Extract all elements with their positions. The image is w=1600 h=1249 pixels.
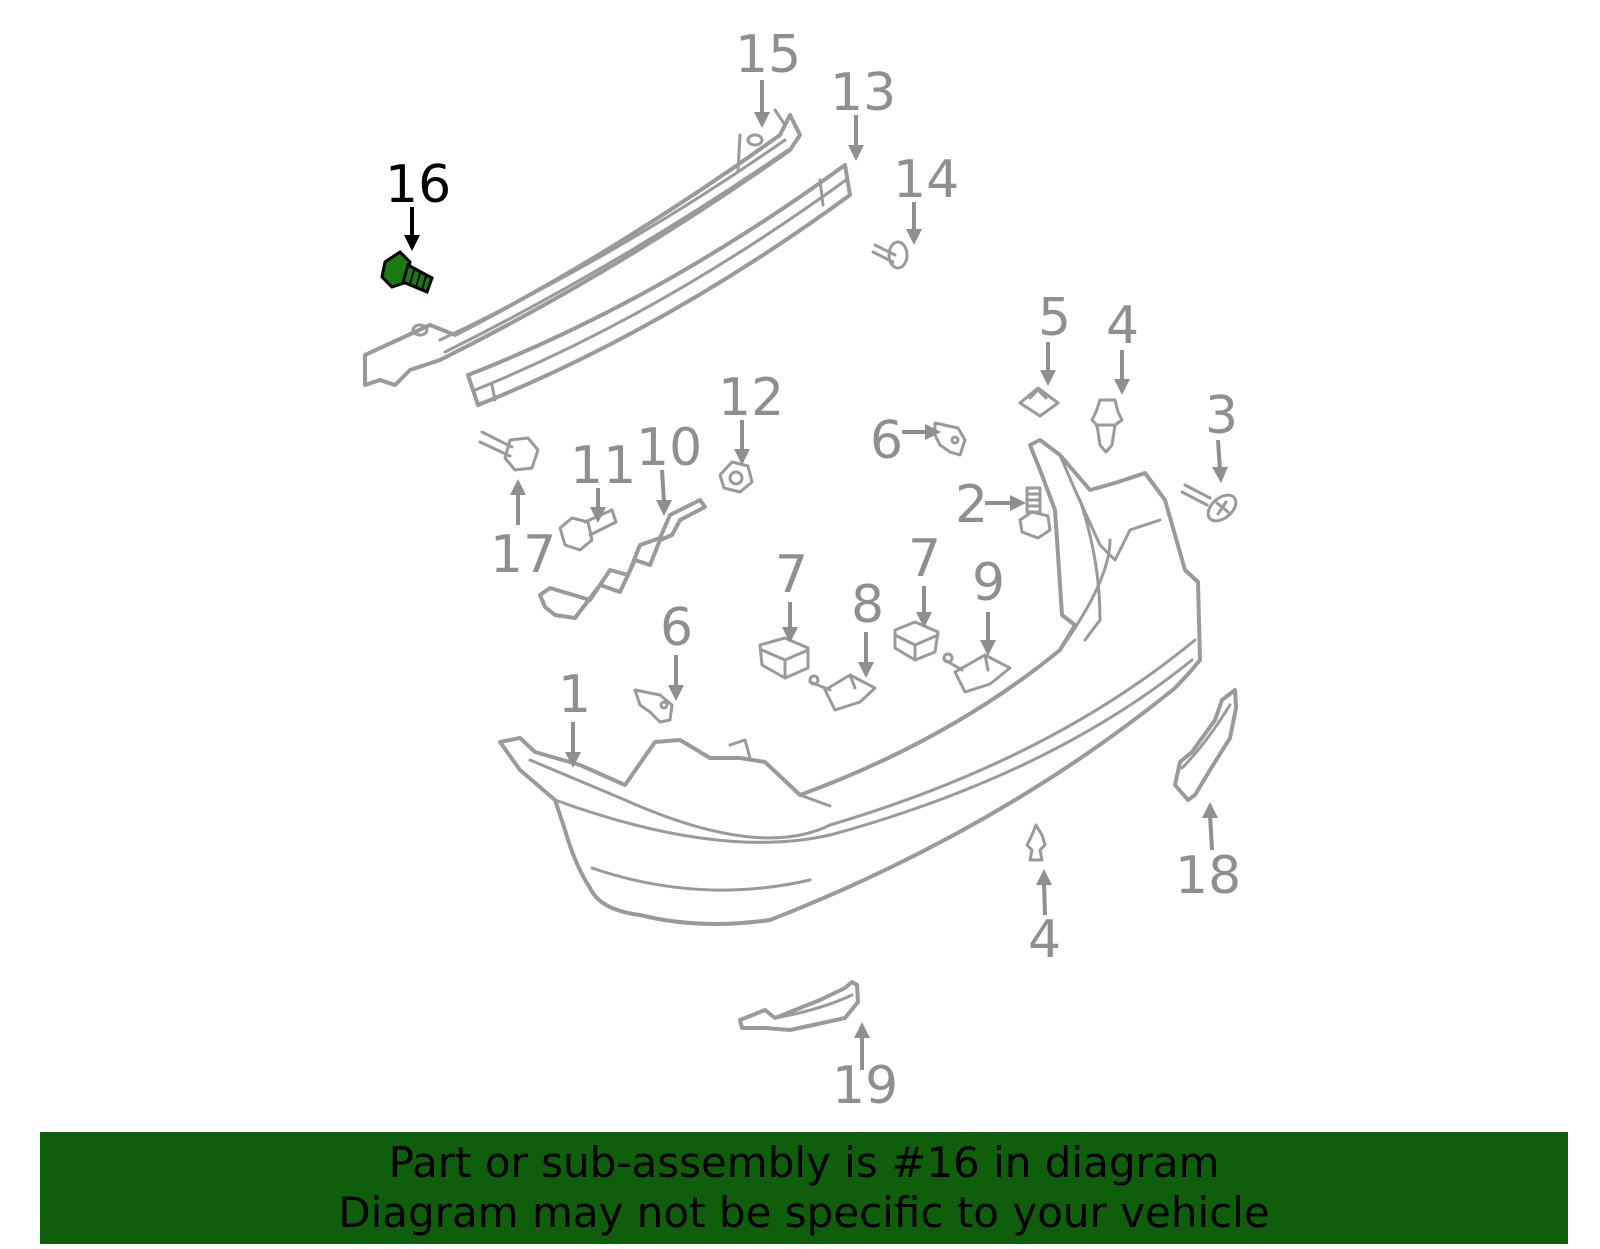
callout-11: 11 xyxy=(570,436,636,496)
part-6-clip-upper xyxy=(933,421,967,457)
callout-arrows xyxy=(404,80,1228,1070)
part-19-lower-trim xyxy=(738,980,860,1032)
part-2-stud xyxy=(1018,486,1052,540)
callout-6-lower: 6 xyxy=(660,598,693,658)
part-17-bolt xyxy=(478,430,540,472)
part-3-screw xyxy=(1180,483,1238,523)
notice-banner: Part or sub-assembly is #16 in diagram D… xyxy=(40,1132,1568,1244)
part-6-clip-lower xyxy=(633,688,674,724)
part-5-nut-clip xyxy=(1018,386,1060,418)
part-10-bracket xyxy=(538,498,707,620)
callout-4-upper: 4 xyxy=(1106,296,1139,356)
callout-1: 1 xyxy=(558,665,591,725)
part-14-pin xyxy=(871,240,909,270)
part-12-nut xyxy=(718,460,754,494)
part-15-reinforcement-beam xyxy=(363,108,802,387)
callout-13: 13 xyxy=(830,63,896,123)
callout-7-right: 7 xyxy=(908,529,941,589)
callout-17: 17 xyxy=(490,525,556,585)
callout-5: 5 xyxy=(1038,288,1071,348)
callout-labels: 15 13 14 16 5 4 3 12 10 11 17 6 2 7 7 8 … xyxy=(385,25,1241,1116)
callout-10: 10 xyxy=(636,418,702,478)
part-11-bolt xyxy=(558,508,618,552)
callout-16: 16 xyxy=(385,155,451,215)
callout-18: 18 xyxy=(1175,846,1241,906)
part-8-retainer xyxy=(808,673,877,712)
callout-12: 12 xyxy=(718,368,784,428)
callout-3: 3 xyxy=(1205,386,1238,446)
callout-15: 15 xyxy=(735,25,801,85)
part-7-retainer-right xyxy=(893,620,940,662)
banner-line-1: Part or sub-assembly is #16 in diagram xyxy=(388,1138,1220,1187)
callout-14: 14 xyxy=(893,150,959,210)
callout-7-left: 7 xyxy=(775,545,808,605)
callout-4-lower: 4 xyxy=(1028,910,1061,970)
part-4-push-clip-upper xyxy=(1090,398,1124,454)
part-13-energy-absorber xyxy=(466,163,852,407)
callout-9: 9 xyxy=(972,553,1005,613)
callout-8: 8 xyxy=(851,575,884,635)
banner-line-2: Diagram may not be specific to your vehi… xyxy=(338,1188,1270,1237)
callout-19: 19 xyxy=(832,1056,898,1116)
part-7-retainer-left xyxy=(758,636,810,680)
part-1-bumper-cover xyxy=(498,438,1202,926)
part-16-bolt xyxy=(380,250,434,294)
callout-2: 2 xyxy=(955,475,988,535)
callout-6-upper: 6 xyxy=(870,411,903,471)
part-4-push-clip-lower xyxy=(1025,823,1047,862)
part-9-retainer xyxy=(942,652,1012,694)
part-18-side-trim xyxy=(1173,688,1238,802)
